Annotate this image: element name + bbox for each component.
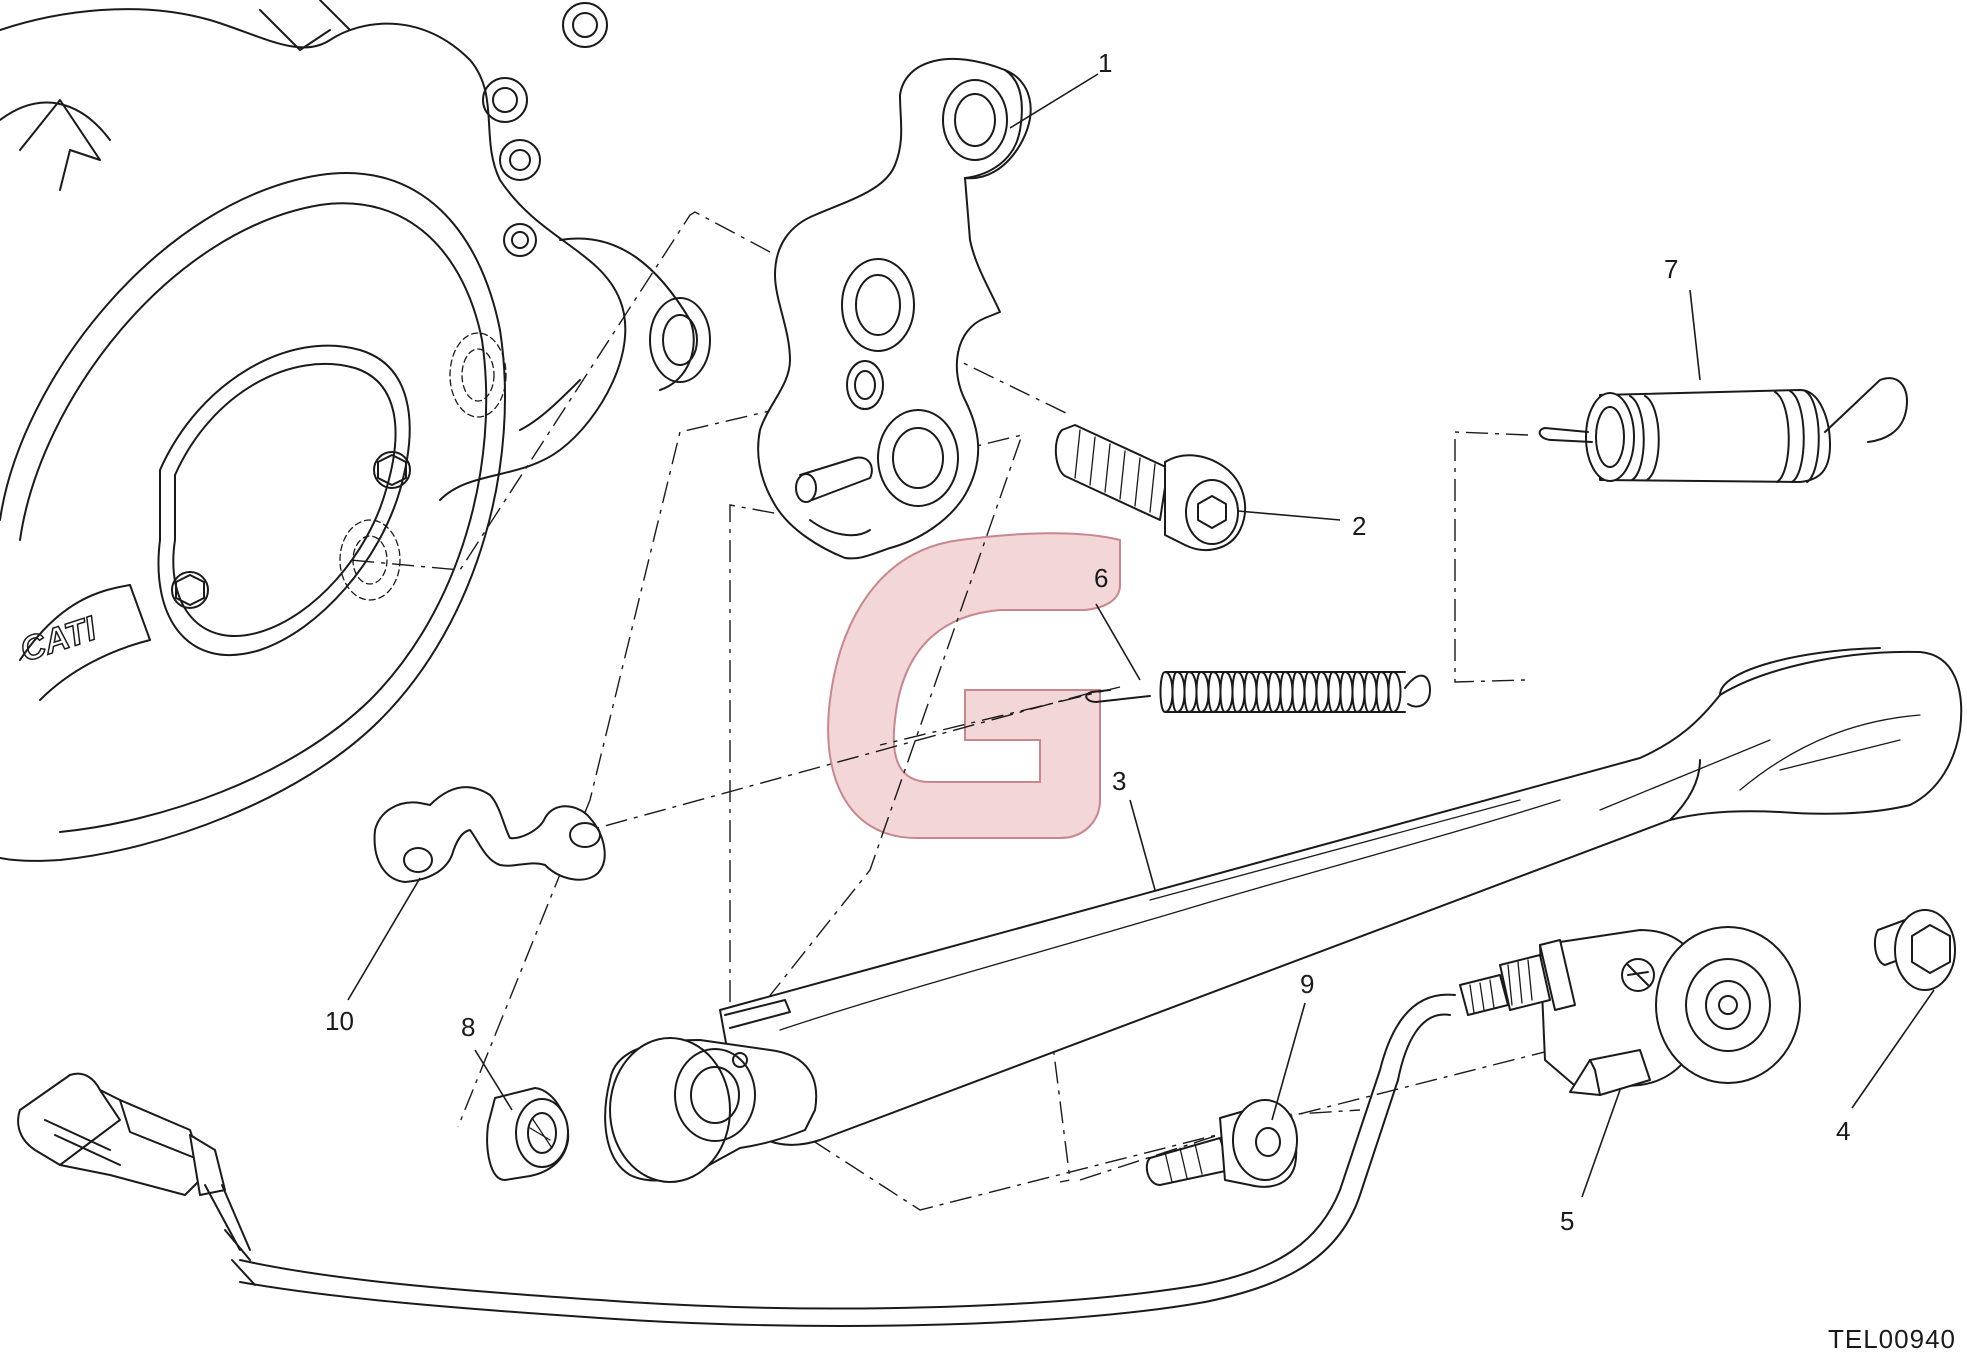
callout-9: 9 [1300, 969, 1314, 999]
callout-3: 3 [1112, 766, 1126, 796]
part-1-bracket [757, 57, 1032, 560]
part-3-side-stand [604, 647, 1963, 1183]
callout-6: 6 [1094, 563, 1108, 593]
part-4-flange-bolt [1873, 909, 1956, 991]
engine-case [0, 0, 711, 501]
callout-8: 8 [461, 1012, 475, 1042]
engine-cover: CATI [0, 172, 507, 862]
callout-7: 7 [1664, 254, 1678, 284]
part-6-coil-spring [1085, 671, 1431, 713]
part-2-bolt [1054, 424, 1247, 551]
part-5-stand-switch [224, 926, 1801, 1327]
callout-2: 2 [1352, 511, 1366, 541]
part-10-wire-clip [373, 786, 606, 883]
engine-cover-brand: CATI [16, 609, 102, 669]
watermark-logo [827, 532, 1121, 840]
callout-10: 10 [325, 1006, 354, 1036]
callout-4: 4 [1836, 1116, 1850, 1146]
part-8-nut [486, 1087, 570, 1181]
part-9-shoulder-bolt [1145, 1099, 1298, 1188]
callout-5: 5 [1560, 1206, 1574, 1236]
callout-labels: 1 2 3 4 5 6 7 8 9 10 [325, 48, 1850, 1236]
connector [17, 1072, 251, 1251]
drawing-code: TEL00940 [1828, 1324, 1956, 1354]
part-7-barrel-spring [1538, 377, 1908, 483]
leader-lines [347, 73, 1935, 1198]
callout-1: 1 [1098, 48, 1112, 78]
